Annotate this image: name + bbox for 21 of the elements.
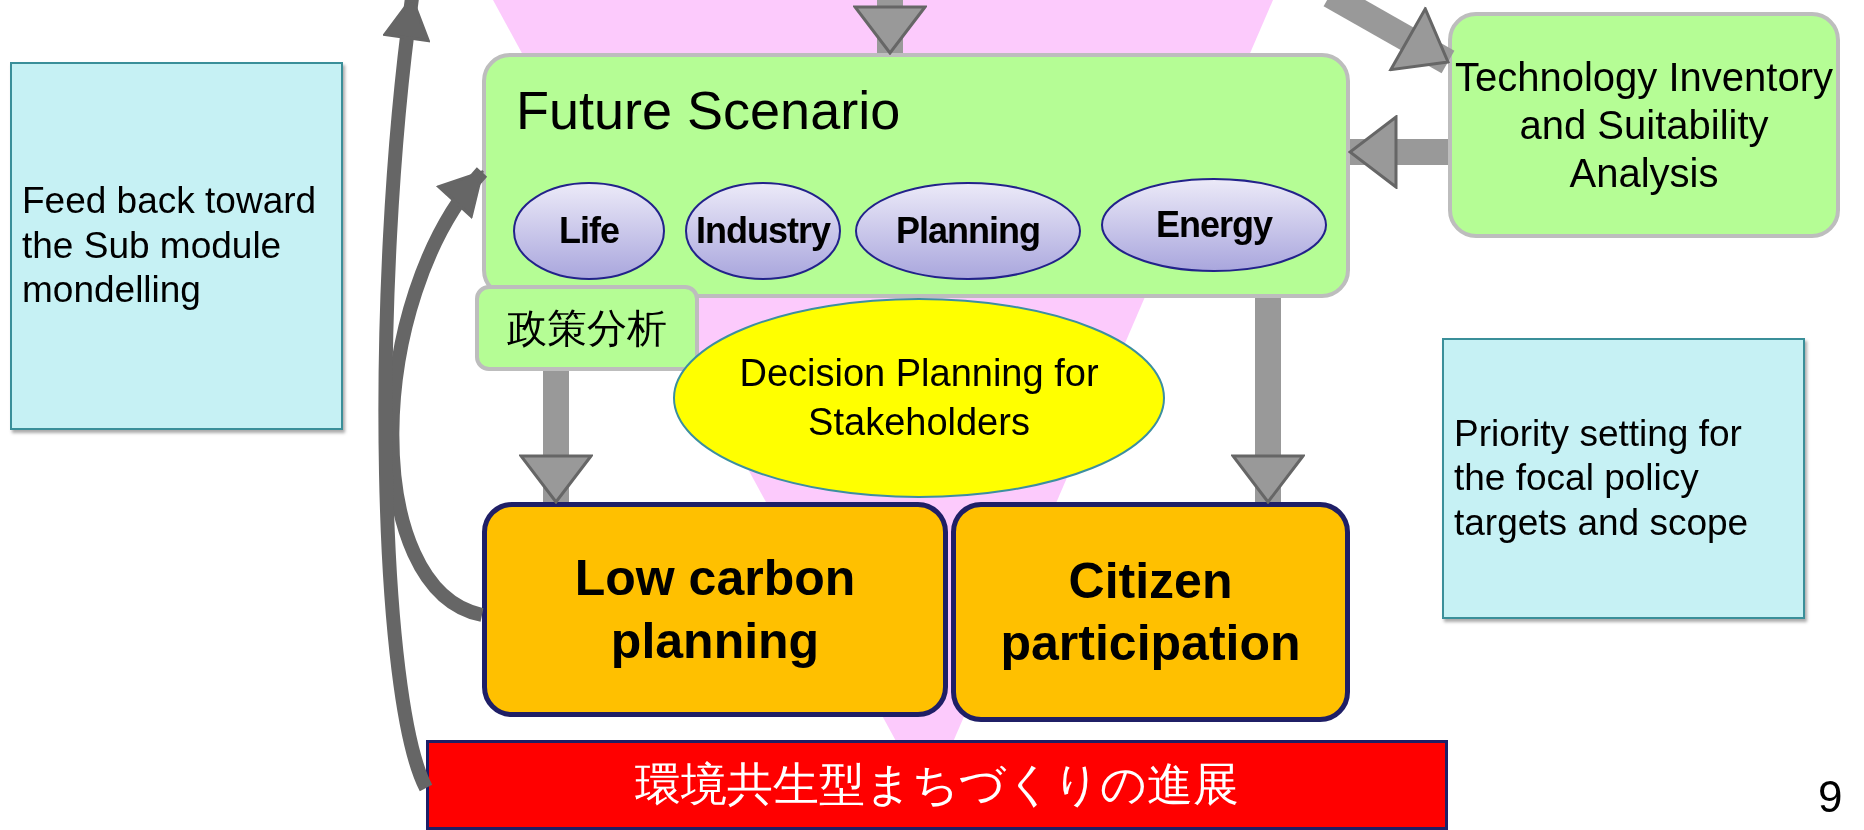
category-ellipse: Industry bbox=[684, 181, 842, 281]
category-ellipse: Energy bbox=[1100, 177, 1328, 273]
note-box: Priority setting for the focal policy targets and scope bbox=[1442, 338, 1805, 619]
page-number: 9 bbox=[1818, 772, 1843, 822]
arrow bbox=[378, 0, 433, 791]
arrow bbox=[519, 371, 593, 504]
arrow bbox=[1323, 0, 1455, 74]
scenario-box bbox=[482, 53, 1350, 298]
heading-text: Future Scenario bbox=[516, 79, 901, 141]
process-box: Technology Inventory and Suitability Analysis bbox=[1448, 12, 1840, 238]
arrow bbox=[853, 0, 927, 55]
note-box: Feed back toward the Sub module mondelling bbox=[10, 62, 343, 430]
category-ellipse: Planning bbox=[854, 181, 1082, 281]
process-box: 政策分析 bbox=[475, 285, 699, 371]
decision-ellipse: Decision Planning for Stakeholders bbox=[672, 297, 1166, 499]
result-bar: 環境共生型まちづくりの進展 bbox=[426, 740, 1448, 830]
process-box: Citizen participation bbox=[951, 502, 1350, 722]
arrow bbox=[1231, 298, 1305, 504]
process-box: Low carbon planning bbox=[482, 502, 948, 717]
category-ellipse: Life bbox=[512, 181, 666, 281]
arrow bbox=[1348, 115, 1448, 189]
